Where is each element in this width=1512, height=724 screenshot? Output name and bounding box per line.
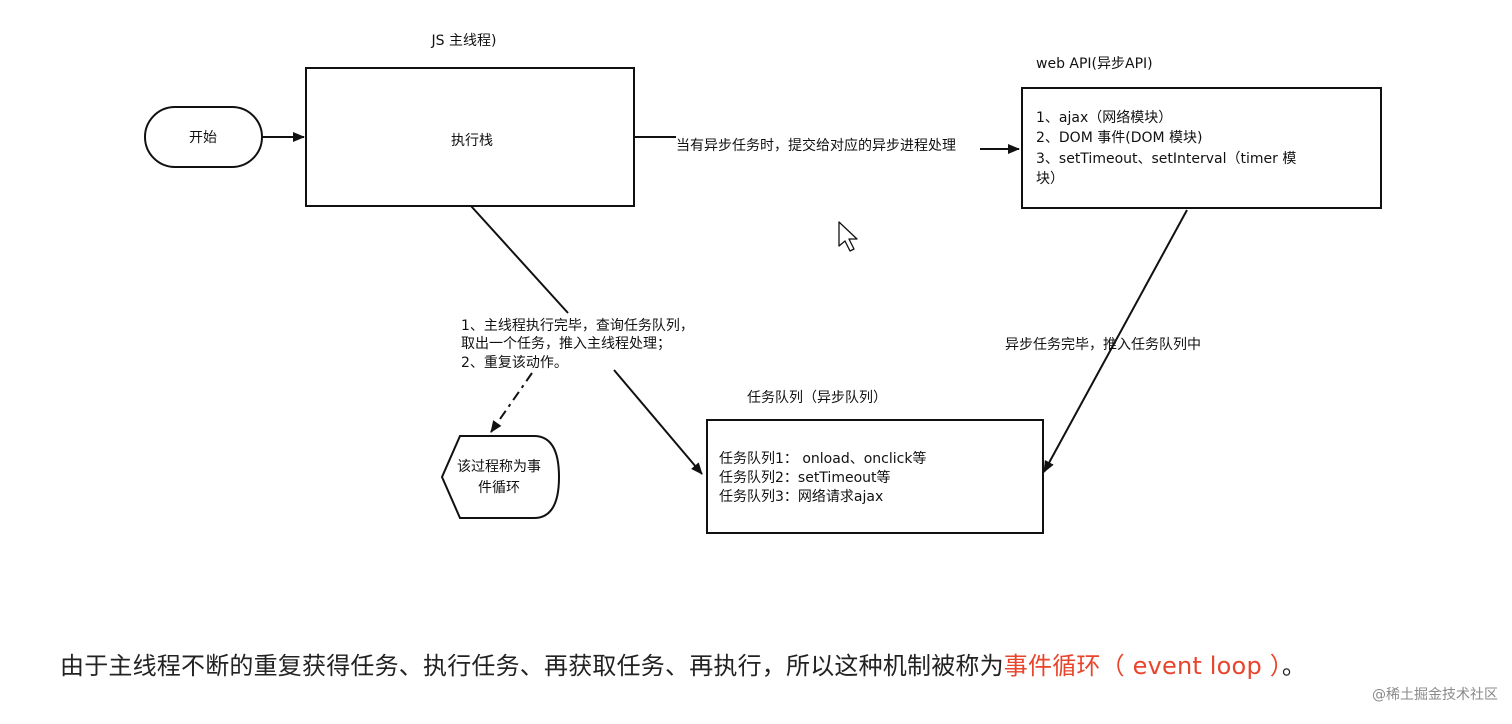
task-queue-item: 任务队列2：setTimeout等 (719, 469, 891, 486)
edge-to-event-loop (490, 372, 533, 433)
main-thread-title: JS 主线程) (431, 33, 497, 49)
caption-highlight: 事件循环（ event loop ） (1003, 652, 1282, 680)
start-node: 开始 (144, 106, 263, 168)
web-api-item: 块） (1036, 171, 1064, 187)
bottom-caption: 由于主线程不断的重复获得任务、执行任务、再获取任务、再执行，所以这种机制被称为事… (60, 646, 1306, 681)
edge-label-step: 1、主线程执行完毕，查询任务队列， (461, 318, 694, 334)
caption-text: 由于主线程不断的重复获得任务、执行任务、再获取任务、再执行，所以这种机制被称为 (60, 652, 1004, 680)
edge-webapi-to-queue (1043, 209, 1188, 473)
event-loop-node-label: 该过程称为事 (457, 459, 541, 475)
edge-label-submit-async: 当有异步任务时，提交给对应的异步进程处理 (676, 137, 956, 154)
edge-stack-to-queue (470, 205, 569, 314)
watermark: @稀土掘金技术社区 (1372, 687, 1498, 703)
mouse-pointer-icon (838, 221, 858, 252)
caption-end: 。 (1281, 652, 1307, 680)
web-api-item: 3、setTimeout、setInterval（timer 模 (1036, 151, 1296, 167)
web-api-box: 1、ajax（网络模块） 2、DOM 事件(DOM 模块) 3、setTimeo… (1021, 87, 1382, 209)
event-loop-node: 该过程称为事 件循环 (440, 435, 561, 519)
event-loop-node-label: 件循环 (478, 480, 520, 496)
web-api-title: web API(异步API) (1036, 56, 1153, 72)
task-queue-item: 任务队列3：网络请求ajax (719, 489, 883, 505)
task-queue-title: 任务队列（异步队列） (747, 390, 887, 406)
task-queue-item: 任务队列1： onload、onclick等 (719, 450, 926, 467)
edge-label-step: 2、重复该动作。 (461, 354, 568, 371)
exec-stack-label: 执行栈 (451, 133, 493, 149)
edge-label-async-done: 异步任务完毕，推入任务队列中 (1005, 337, 1201, 353)
web-api-item: 1、ajax（网络模块） (1036, 110, 1172, 126)
edge-label-step: 取出一个任务，推入主线程处理； (461, 336, 671, 352)
exec-stack-box: 执行栈 (305, 67, 635, 207)
edge-stack-to-queue-tail (613, 369, 703, 475)
start-node-label: 开始 (189, 130, 217, 146)
task-queue-box: 任务队列1： onload、onclick等 任务队列2：setTimeout等… (706, 419, 1044, 534)
web-api-item: 2、DOM 事件(DOM 模块) (1036, 130, 1203, 146)
